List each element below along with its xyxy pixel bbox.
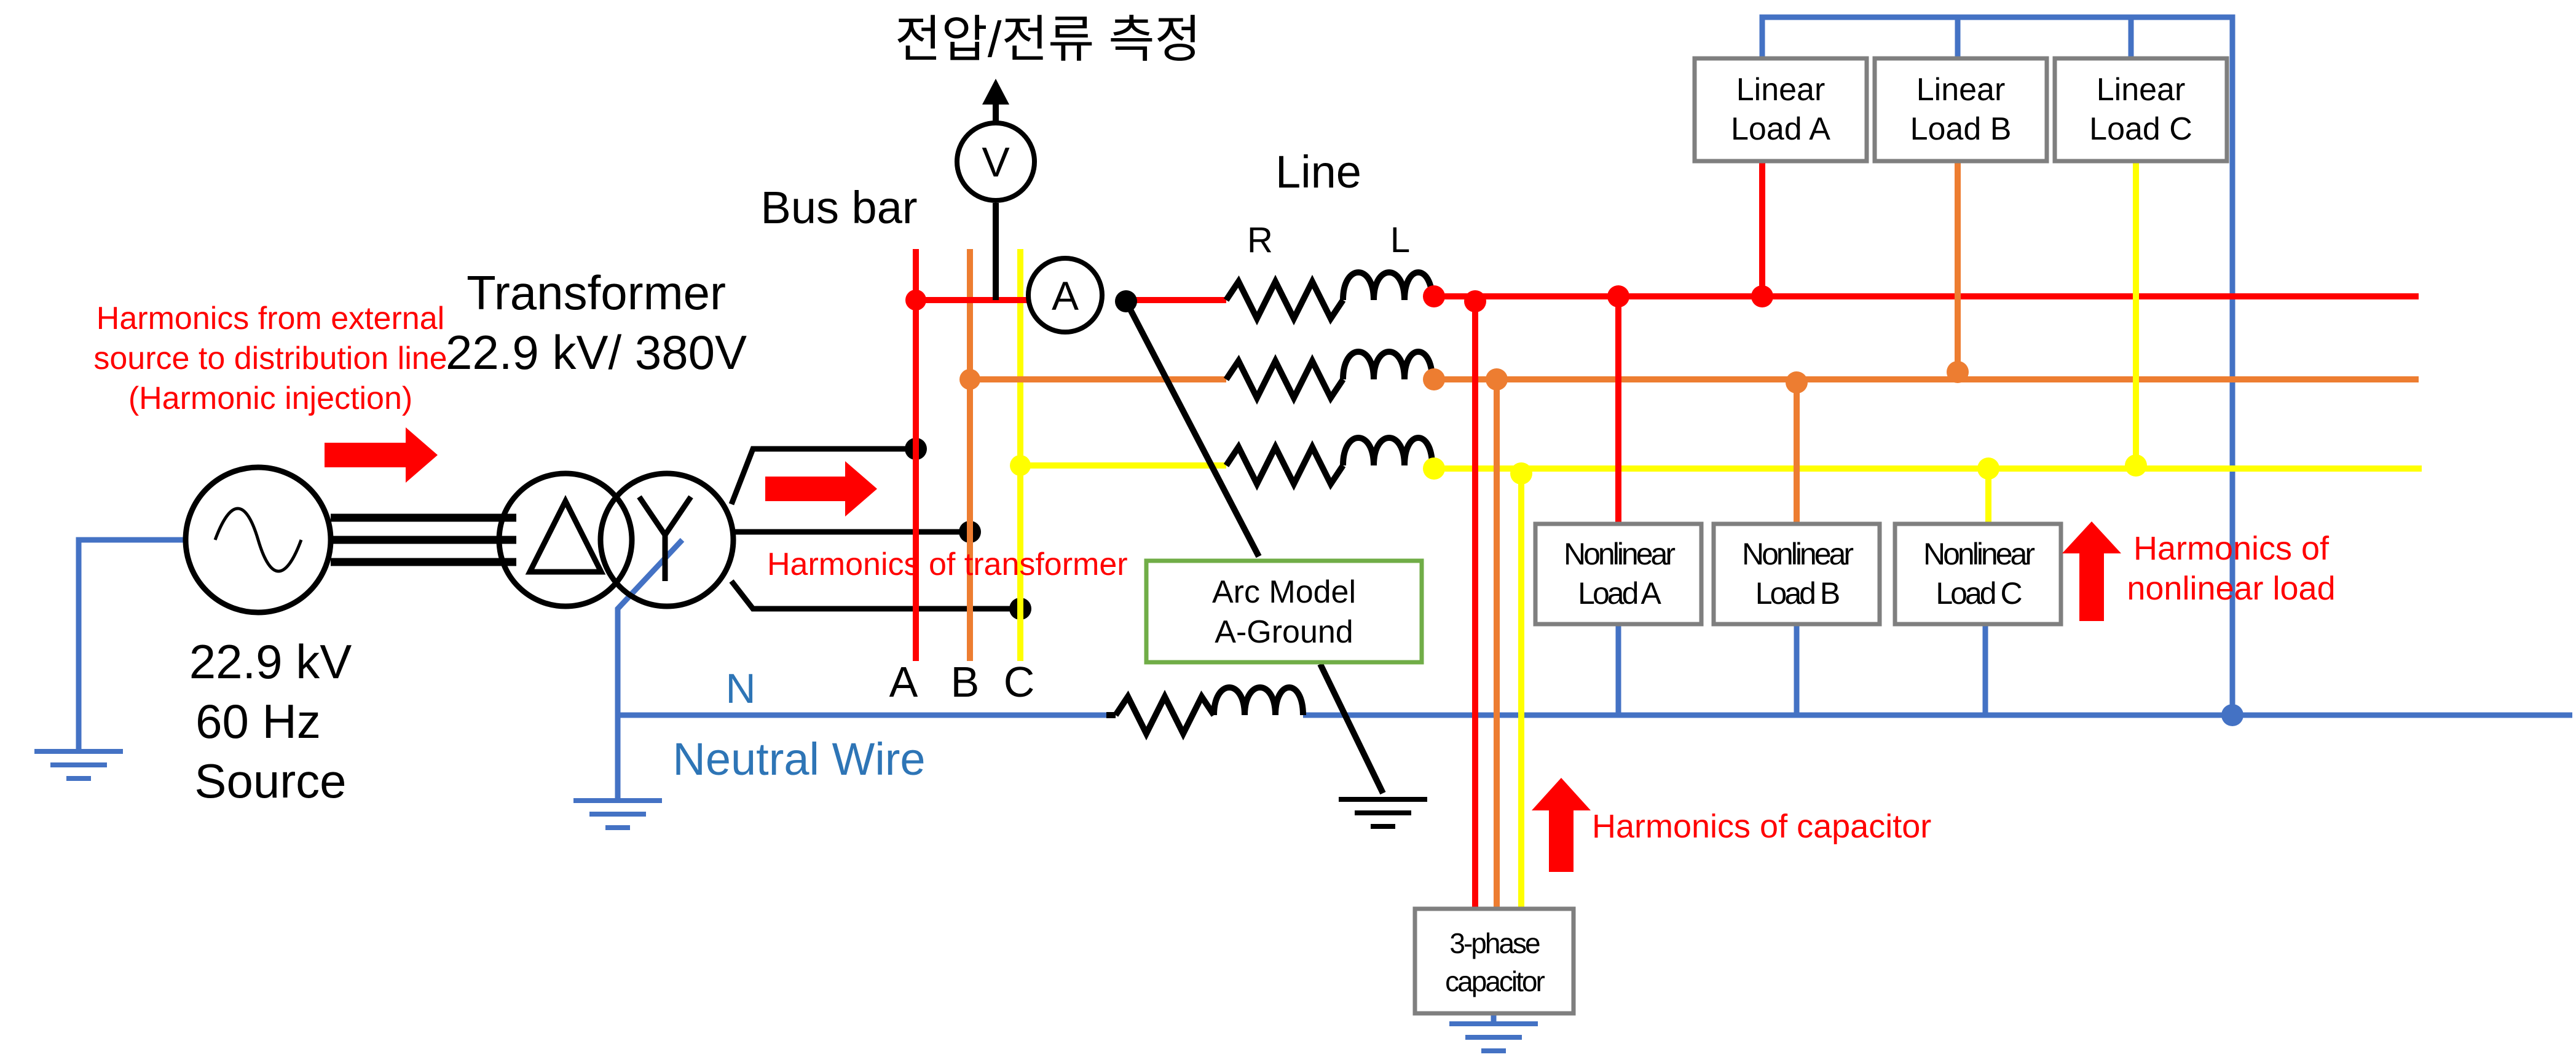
capacitor-drops	[1472, 298, 1524, 909]
linear-load-c: Linear Load C	[2052, 56, 2229, 164]
transformer-secondary-lines	[728, 446, 1020, 612]
linear-load-a: Linear Load A	[1692, 56, 1869, 164]
arc-model-line2: A-Ground	[1215, 614, 1353, 650]
ammeter: A	[1026, 256, 1105, 335]
bus-node-c	[1010, 455, 1031, 476]
linear-load-b: Linear Load B	[1872, 56, 2049, 164]
nonlinear-load-a: Nonlinear Load A	[1533, 521, 1704, 627]
neutral-n-label: N	[725, 665, 755, 712]
node-cap-b	[1486, 368, 1508, 390]
transformer-ground-icon	[573, 801, 662, 828]
bus-bar-title: Bus bar	[760, 182, 917, 233]
source-voltage: 22.9 kV	[189, 635, 352, 689]
capacitor-line2: capacitor	[1445, 965, 1545, 997]
linear-load-c-line2: Load C	[2089, 111, 2192, 147]
linear-load-b-line2: Load B	[1910, 111, 2012, 147]
nonlinear-load-b-line1: Nonlinear	[1742, 537, 1853, 571]
nonlinear-harmonics-line2: nonlinear load	[2127, 570, 2335, 607]
node-linear-c	[2125, 454, 2147, 477]
nonlinear-load-b-line2: Load B	[1755, 576, 1839, 611]
node-cap-c	[1510, 462, 1532, 485]
capacitor-line1: 3-phase	[1449, 927, 1540, 959]
neutral-junction	[2221, 704, 2243, 726]
nonlinear-harmonics-line1: Harmonics of	[2133, 530, 2330, 567]
nonlinear-load-b: Nonlinear Load B	[1711, 521, 1882, 627]
inductor-label: L	[1390, 220, 1410, 260]
bus-node-a	[905, 290, 926, 311]
arc-ground-icon	[1339, 799, 1427, 826]
nonlinear-load-a-line1: Nonlinear	[1564, 537, 1675, 571]
linear-load-b-line1: Linear	[1916, 72, 2006, 108]
arc-model-line1: Arc Model	[1212, 574, 1356, 610]
linear-load-c-line1: Linear	[2097, 72, 2186, 108]
node-line-a	[1423, 285, 1445, 307]
node-linear-b	[1947, 361, 1969, 383]
phase-a-label: A	[889, 658, 918, 706]
transformer-harmonics-label: Harmonics of transformer	[767, 547, 1128, 582]
arc-fault-path	[1123, 299, 1386, 795]
nonlinear-load-c: Nonlinear Load C	[1893, 521, 2063, 627]
node-nonlinear-c	[1977, 457, 1999, 480]
source-label: Source	[194, 754, 346, 808]
neutral-wiring	[76, 14, 2572, 1024]
external-harmonics-line3: (Harmonic injection)	[128, 381, 412, 416]
nonlinear-load-c-line2: Load C	[1936, 576, 2022, 611]
nonlinear-load-feeds	[1615, 296, 1991, 523]
source-symbol	[183, 464, 334, 616]
capacitor-harmonics-label: Harmonics of capacitor	[1592, 808, 1931, 845]
external-harmonics-line2: source to distribution line	[93, 341, 447, 376]
node-cap-a	[1464, 290, 1486, 312]
phase-a-line	[916, 293, 2419, 303]
external-harmonics-arrow-icon	[325, 427, 438, 483]
nonlinear-load-c-line1: Nonlinear	[1923, 537, 2034, 571]
phase-c-label: C	[1004, 658, 1035, 706]
capacitor-harmonics-arrow-icon	[1532, 778, 1591, 872]
phase-c-line	[1020, 462, 2422, 472]
node-nonlinear-b	[1786, 371, 1808, 394]
nonlinear-load-a-line2: Load A	[1578, 576, 1661, 611]
resistor-label: R	[1247, 220, 1273, 260]
voltmeter-label: V	[982, 139, 1010, 186]
linear-load-feeds	[1759, 161, 2139, 465]
neutral-wire-label: Neutral Wire	[672, 734, 925, 785]
node-linear-a	[1751, 285, 1773, 307]
source-ground-icon	[34, 751, 123, 778]
node-line-b	[1423, 368, 1445, 390]
line-title: Line	[1275, 146, 1361, 197]
transformer-harmonics-arrow-icon	[765, 461, 877, 517]
bus-bars	[913, 249, 1023, 661]
nonlinear-harmonics-arrow-icon	[2062, 521, 2121, 621]
transformer-title: Transformer	[467, 266, 726, 320]
external-harmonics-line1: Harmonics from external	[97, 301, 444, 336]
bus-node-b	[959, 369, 980, 390]
arc-model-impedance	[1106, 684, 1306, 741]
transformer-symbol	[496, 470, 736, 609]
phase-b-label: B	[951, 658, 980, 706]
measurement-arrow-icon	[982, 79, 1009, 105]
linear-load-a-line2: Load A	[1731, 111, 1830, 147]
node-line-c	[1423, 457, 1445, 480]
linear-load-a-line1: Linear	[1736, 72, 1826, 108]
node-nonlinear-a	[1607, 285, 1629, 307]
arc-model-box: Arc Model A-Ground	[1144, 558, 1424, 665]
voltmeter: V	[955, 121, 1037, 203]
capacitor-ground-icon	[1449, 1024, 1538, 1051]
capacitor-box: 3-phase capacitor	[1412, 906, 1576, 1016]
ammeter-label: A	[1052, 273, 1079, 319]
measurement-title: 전압/전류 측정	[895, 12, 1201, 68]
source-to-transformer-lines	[331, 513, 516, 566]
transformer-rating: 22.9 kV/ 380V	[446, 325, 747, 379]
source-frequency: 60 Hz	[195, 694, 321, 748]
line-impedance	[1223, 269, 1435, 491]
